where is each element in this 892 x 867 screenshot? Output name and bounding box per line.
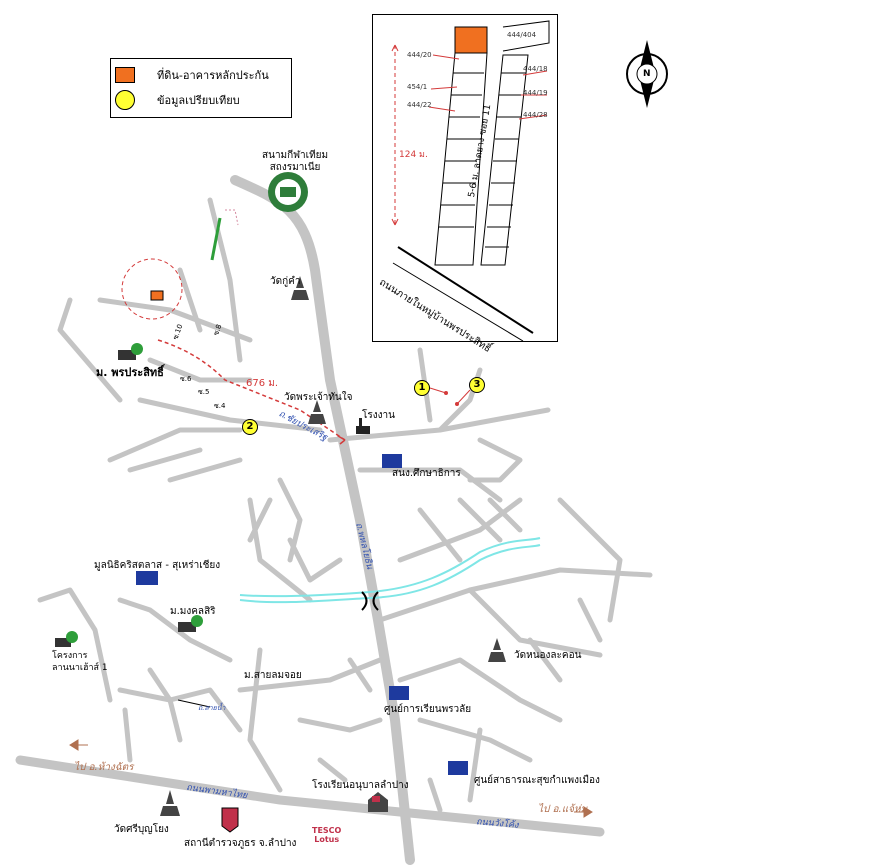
label-wat-ku-kham: วัดกู่คำ <box>270 276 301 287</box>
label-wat-phra-chao: วัดพระเจ้าทันใจ <box>284 392 353 403</box>
marker-3[interactable]: 3 <box>469 377 485 393</box>
label-education-office: สนง.ศึกษาธิการ <box>392 468 461 479</box>
label-soi-5: ซ.5 <box>198 388 210 396</box>
main-road <box>230 175 415 865</box>
to-left-arrow-icon <box>69 739 88 751</box>
to-right-arrow-icon <box>574 806 593 818</box>
plot-right-2: 444/19 <box>523 89 548 97</box>
small-arrow-icon <box>177 699 211 708</box>
stadium-icon <box>268 172 308 212</box>
bottom-road <box>15 755 605 837</box>
label-village-main: ม. พรประสิทธิ์ <box>96 366 164 379</box>
label-foundation: มูลนิธิคริสตลาส - สุเหร่าเชียง <box>94 560 221 571</box>
label-health-center: ศูนย์สาธารณะสุขกำแพงเมือง <box>474 775 600 786</box>
river-bank <box>239 537 541 598</box>
river <box>239 544 541 604</box>
collateral-swatch <box>115 67 135 83</box>
plot-left-1: 444/20 <box>407 51 432 59</box>
label-small-arrow: ถ.สายน้ำ <box>198 704 226 712</box>
marker-3-leader <box>456 389 471 405</box>
route-line <box>157 339 346 441</box>
marker-3-dot <box>455 402 459 406</box>
plot-left-2: 454/1 <box>407 83 428 91</box>
label-stadium: สนามกีฬาเทียม สถงรมาเนีย <box>262 150 329 173</box>
label-hospital: โรงเรียนอนุบาลลำปาง <box>312 780 409 791</box>
plot-top-right: 444/404 <box>507 31 537 39</box>
label-soi-4: ซ.4 <box>214 402 226 410</box>
tesco-logo: TESCO Lotus <box>312 826 342 844</box>
label-to-left: ไป อ.ห้างฉัตร <box>74 762 134 773</box>
label-soi-6: ซ.6 <box>180 375 192 383</box>
legend: ที่ดิน-อาคารหลักประกัน ข้อมูลเปรียบเทียบ <box>110 58 292 118</box>
label-police: สถานีตำรวจภูธร จ.ลำปาง <box>184 838 297 849</box>
legend-collateral-label: ที่ดิน-อาคารหลักประกัน <box>157 69 269 82</box>
temple-icons <box>160 276 506 816</box>
factory-icon <box>356 426 370 434</box>
plot-right-1: 444/18 <box>523 65 548 73</box>
collateral-plot <box>150 290 164 301</box>
inset-plan: 444/20 454/1 444/22 444/18 444/19 444/28… <box>372 14 558 355</box>
plot-left-3: 444/22 <box>407 101 432 109</box>
label-project: โครงการ ลานนาเฮ้าส์ 1 <box>52 651 108 673</box>
label-mongkol: ม.มงคลสิริ <box>170 606 216 617</box>
village-icons <box>55 343 203 647</box>
police-icon <box>221 807 239 833</box>
collateral-radius <box>121 258 183 320</box>
label-wat-nong: วัดหนองละคอน <box>514 650 582 661</box>
compass-icon <box>626 40 668 108</box>
legend-collateral: ที่ดิน-อาคารหลักประกัน <box>115 66 269 84</box>
label-training-center: ศูนย์การเรียนพรวลัย <box>384 704 472 715</box>
inset-drawing <box>391 20 550 341</box>
label-factory: โรงงาน <box>362 410 395 421</box>
route-arrow-icon <box>337 435 346 445</box>
green-strip <box>210 217 222 261</box>
pink-path <box>225 209 239 226</box>
label-distance: 676 ม. <box>246 378 279 389</box>
office-icons <box>136 454 468 775</box>
marker-2[interactable]: 2 <box>242 419 258 435</box>
inset-length-label: 124 ม. <box>399 150 428 160</box>
comparable-swatch <box>115 90 135 110</box>
plot-right-3: 444/28 <box>523 111 548 119</box>
legend-comparable-label: ข้อมูลเปรียบเทียบ <box>157 94 240 107</box>
bridge-icon <box>361 591 379 611</box>
label-sailom: ม.สายลมจอย <box>244 670 302 681</box>
legend-comparable: ข้อมูลเปรียบเทียบ <box>115 90 240 110</box>
marker-1-dot <box>444 391 448 395</box>
marker-1-leader <box>429 387 447 394</box>
compass-label: N <box>643 69 651 79</box>
label-to-right: ไป อ.แจ้ห่ม <box>538 804 588 815</box>
label-wat-sri: วัดศรีบุญโยง <box>114 824 169 835</box>
marker-1[interactable]: 1 <box>414 380 430 396</box>
